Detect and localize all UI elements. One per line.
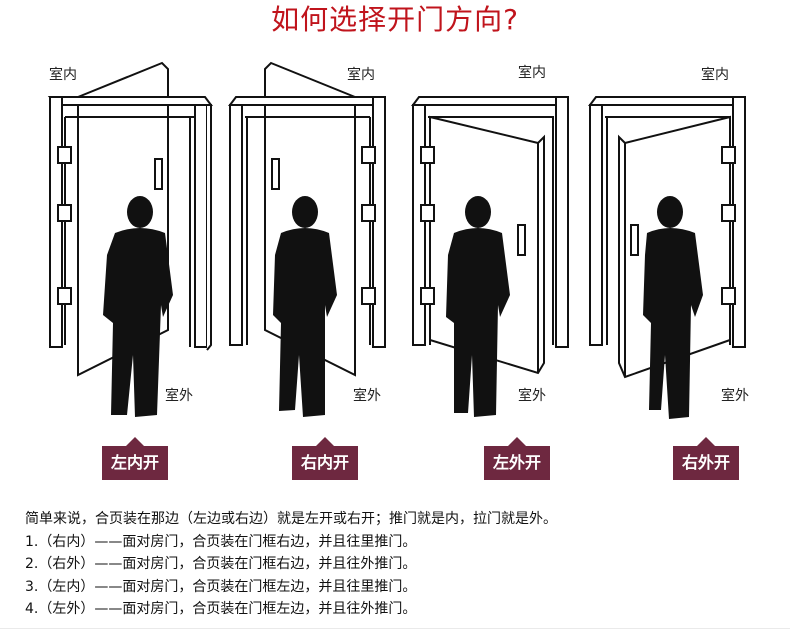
panel-left-inward: 室内 室外 [45,55,235,445]
person-silhouette-icon [273,196,337,417]
indoor-label: 室内 [49,67,77,83]
badge-left-outward: 左外开 [484,437,550,480]
door-left-inward-illustration [47,61,213,417]
notes-summary: 简单来说，合页装在那边（左边或右边）就是左开或右开；推门就是内，拉门就是外。 [25,511,557,527]
outdoor-label: 室外 [518,388,546,404]
person-silhouette-icon [103,196,173,417]
notes-item: 2.（右外）——面对房门，合页装在门框右边，并且往外推门。 [25,556,417,572]
badge-right-outward: 右外开 [673,437,739,480]
notes-item: 1.（右内）——面对房门，合页装在门框右边，并且往里推门。 [25,533,417,550]
panel-right-inward: 室内 室外 [225,55,415,445]
badge-right-inward: 右内开 [292,437,358,480]
door-right-inward-illustration [228,61,386,417]
panel-left-outward: 室内 室外 [408,55,598,445]
door-right-outward-illustration [588,96,746,419]
outdoor-label: 室外 [353,388,381,404]
panel-right-outward: 室内 室外 [585,55,775,445]
divider [0,628,790,629]
notes-item: 4.（左外）——面对房门，合页装在门框左边，并且往外推门。 [25,601,417,617]
notes-item: 3.（左内）——面对房门，合页装在门框左边，并且往里推门。 [25,578,417,595]
door-left-outward-illustration [411,96,569,417]
badge-left-inward: 左内开 [102,437,168,480]
explanation-notes: 简单来说，合页装在那边（左边或右边）就是左开或右开；推门就是内，拉门就是外。 1… [25,508,557,621]
indoor-label: 室内 [347,67,375,83]
outdoor-label: 室外 [165,388,193,404]
page-title: 如何选择开门方向? [271,3,519,36]
person-silhouette-icon [643,196,703,419]
indoor-label: 室内 [518,65,546,81]
indoor-label: 室内 [701,67,729,83]
outdoor-label: 室外 [721,388,749,404]
person-silhouette-icon [446,196,510,417]
